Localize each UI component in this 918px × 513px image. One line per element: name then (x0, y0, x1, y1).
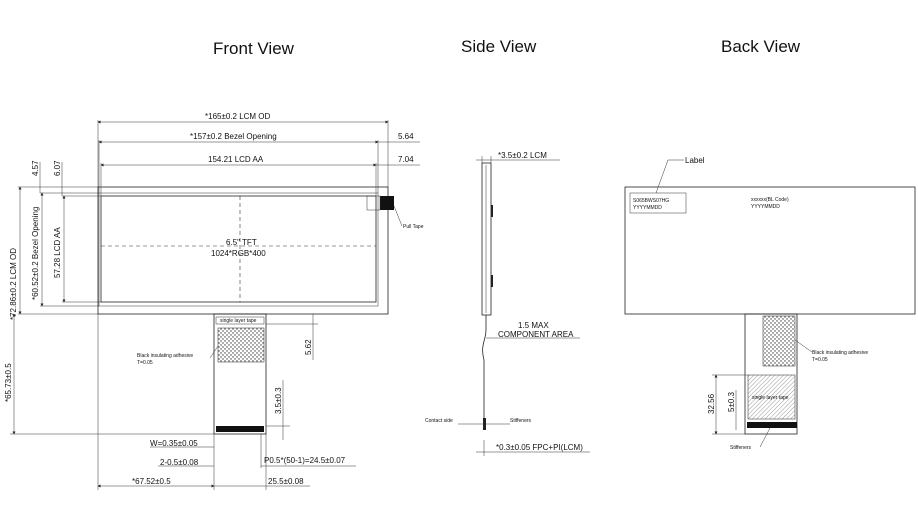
front-black-insulating-area (217, 327, 265, 363)
dim-pitch: P0.5*(50-1)=24.5±0.07 (264, 456, 346, 465)
side-contact-side: Contact side (425, 418, 453, 424)
pull-tape-label: Pull Tape (403, 224, 424, 230)
back-bl-code: xxxxxx(BL Code) (751, 197, 789, 203)
front-fpc (213, 313, 267, 435)
dim-pin-width: W=0.35±0.05 (150, 439, 198, 448)
back-label-callout: Label (685, 156, 705, 165)
dim-lcm-od-height: *72.86±0.2 LCM OD (9, 248, 18, 320)
front-fpc-tape (215, 316, 265, 325)
back-fpc (744, 313, 798, 435)
back-label-box (629, 192, 687, 214)
back-stiffeners: Stiffeners (730, 445, 752, 451)
back-model: S065BWS07HG (633, 198, 669, 204)
dim-5-62: 5.62 (304, 339, 313, 355)
front-active-area (100, 195, 377, 303)
front-fpc-stiffener (216, 426, 264, 432)
back-black-insulating-area (762, 315, 796, 367)
front-t-005: T=0.05 (137, 360, 153, 366)
side-component-area: COMPONENT AREA (498, 330, 574, 339)
dim-fpc-offset: *67.52±0.5 (132, 477, 171, 486)
back-view-title: Back View (721, 37, 801, 56)
side-stiffener (483, 418, 486, 430)
back-dim-5: 5±0.3 (727, 391, 736, 412)
back-black-insulating-label: Black insulating adhesive (812, 350, 868, 356)
dim-bezel-opening-height: *60.52±0.2 Bezel Opening (31, 207, 40, 300)
side-view-drawing: *3.5±0.2 LCM 1.5 MAX COMPONENT AREA Cont… (425, 151, 590, 456)
back-date1: YYYYMMDD (633, 205, 662, 211)
front-single-layer-tape: single layer tape (220, 318, 257, 324)
side-view-title: Side View (461, 37, 537, 56)
front-resolution: 1024*RGB*400 (211, 249, 266, 258)
dim-4-57: 4.57 (31, 160, 40, 176)
back-t-005: T=0.05 (812, 357, 828, 363)
front-view-drawing: 6.5" TFT 1024*RGB*400 Pull Tape *165±0.2… (4, 112, 424, 490)
front-bezel-opening (98, 192, 379, 307)
back-date2: YYYYMMDD (751, 204, 780, 210)
side-thickness: *3.5±0.2 LCM (498, 151, 547, 160)
back-view-drawing: S065BWS07HG YYYYMMDD xxxxxx(BL Code) YYY… (624, 156, 916, 451)
pull-tape (380, 196, 394, 210)
dim-lcm-od-width: *165±0.2 LCM OD (205, 112, 271, 121)
dim-fpc-width: 25.5±0.08 (268, 477, 304, 486)
back-single-layer-tape: single layer tape (752, 395, 789, 401)
back-single-layer-tape-area (747, 374, 796, 420)
dim-hole: 2-0.5±0.08 (160, 458, 199, 467)
front-black-insulating-label: Black insulating adhesive (137, 353, 193, 359)
side-lcm-body (481, 162, 492, 316)
back-stiffener (747, 422, 797, 428)
dim-7-04: 7.04 (398, 155, 414, 164)
dim-lcd-aa-width: 154.21 LCD AA (208, 155, 264, 164)
dim-bezel-opening-width: *157±0.2 Bezel Opening (190, 132, 277, 141)
back-dim-32-56: 32.56 (707, 393, 716, 414)
dim-6-07: 6.07 (53, 160, 62, 176)
side-fpc-thickness: *0.3±0.05 FPC+PI(LCM) (496, 443, 583, 452)
side-max-component: 1.5 MAX (518, 321, 549, 330)
front-tft-label: 6.5" TFT (226, 238, 257, 247)
dim-total-height: *65.73±0.5 (4, 363, 13, 402)
dim-3-5: 3.5±0.3 (274, 387, 283, 414)
dim-5-64: 5.64 (398, 132, 414, 141)
side-stiffeners: Stiffeners (510, 418, 532, 424)
dim-lcd-aa-height: 57.28 LCD AA (53, 227, 62, 278)
front-view-title: Front View (213, 39, 294, 58)
